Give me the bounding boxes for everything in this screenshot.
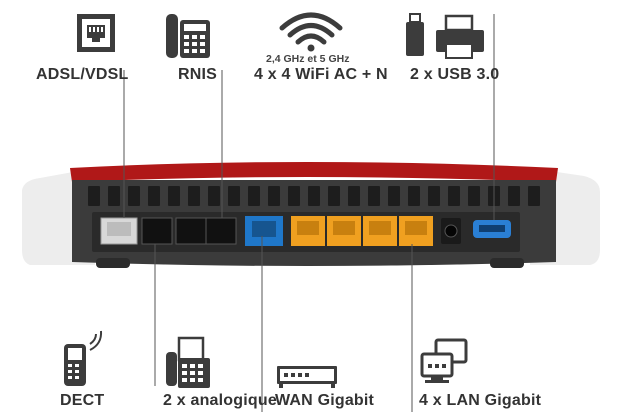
usb-stick-icon bbox=[406, 13, 424, 56]
printer-icon bbox=[436, 14, 484, 59]
wifi-band-label: 2,4 GHz et 5 GHz bbox=[266, 53, 350, 65]
ethernet-port-icon bbox=[77, 14, 115, 52]
usb-label: 2 x USB 3.0 bbox=[410, 66, 500, 83]
wan-port bbox=[245, 216, 283, 246]
desk-phone-icon bbox=[166, 14, 210, 58]
lan-ports bbox=[291, 216, 433, 246]
wifi-label: 4 x 4 WiFi AC + N bbox=[254, 66, 388, 83]
usb-port bbox=[473, 220, 511, 238]
fax-phone-icon bbox=[166, 336, 210, 388]
router-foot-left bbox=[96, 258, 130, 268]
dect-label: DECT bbox=[60, 392, 105, 409]
lan-label: 4 x LAN Gigabit bbox=[419, 392, 542, 409]
phone-ports bbox=[141, 217, 237, 245]
wan-label: WAN Gigabit bbox=[275, 392, 375, 409]
cordless-phone-icon bbox=[64, 330, 103, 386]
router bbox=[22, 162, 600, 268]
modem-icon bbox=[277, 366, 337, 388]
rnis-label: RNIS bbox=[178, 66, 218, 83]
power-jack bbox=[441, 218, 461, 244]
router-vent-slots bbox=[88, 186, 540, 206]
wifi-icon bbox=[279, 12, 343, 52]
analog-label: 2 x analogique bbox=[163, 392, 277, 409]
router-red-band bbox=[70, 162, 558, 182]
router-foot-right bbox=[490, 258, 524, 268]
network-computers-icon bbox=[420, 338, 468, 383]
leader-lines bbox=[123, 14, 495, 412]
adsl-label: ADSL/VDSL bbox=[36, 66, 129, 83]
adsl-port bbox=[100, 217, 138, 245]
